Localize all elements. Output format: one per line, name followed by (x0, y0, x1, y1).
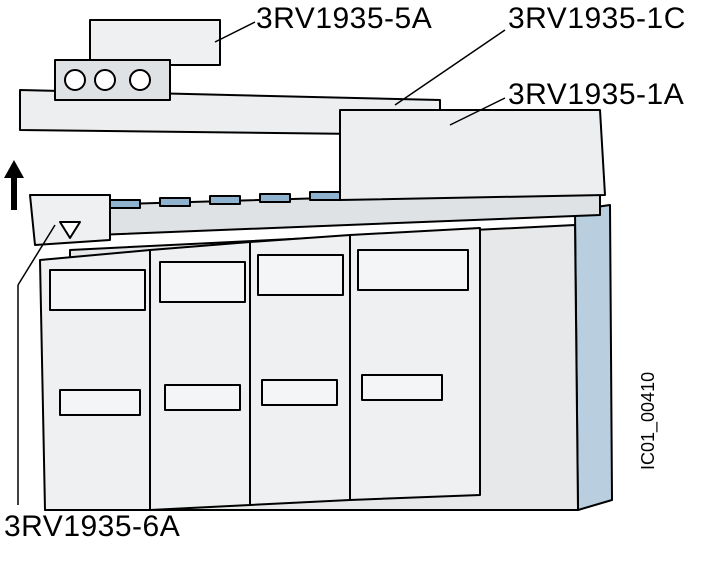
label-top-connector: 3RV1935-5A (256, 2, 433, 35)
warning-icon (59, 221, 81, 239)
label-terminal-cover: 3RV1935-6A (4, 510, 181, 543)
figure-code: IC01_00410 (638, 371, 658, 470)
breaker-unit-1 (39, 249, 151, 511)
up-arrow-icon (4, 160, 24, 210)
label-busbar: 3RV1935-1A (508, 78, 685, 111)
breaker-unit-4 (349, 227, 481, 501)
label-busbar-cover: 3RV1935-1C (508, 2, 686, 35)
breaker-unit-2 (149, 241, 251, 511)
breaker-unit-3 (249, 234, 351, 506)
